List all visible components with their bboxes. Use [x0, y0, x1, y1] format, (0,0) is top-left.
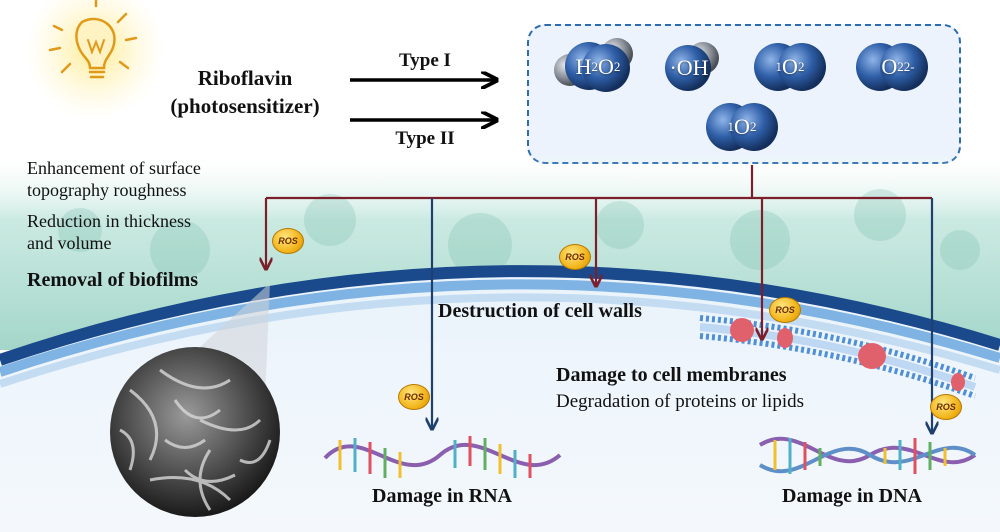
- dna-strand: [758, 436, 977, 474]
- ros-badge: ROS: [398, 384, 430, 410]
- cell-wall-inner: [0, 279, 1000, 377]
- hydroxyl-label: ·OH: [669, 55, 709, 80]
- roughness-line-2: topography roughness: [27, 180, 187, 200]
- molecule-peroxide-ion: [856, 43, 928, 91]
- cell-wall-label: Destruction of cell walls: [438, 300, 642, 322]
- molecule-hydroxyl: [665, 42, 719, 91]
- ros-badge: ROS: [272, 228, 304, 254]
- cell-wall-outer: [0, 265, 1000, 366]
- mist-texture: [58, 189, 980, 280]
- molecule-singlet-oxygen: [754, 43, 826, 91]
- ros-badge: ROS: [930, 394, 962, 420]
- lipid-bilayer: [699, 315, 977, 399]
- ros-badge: ROS: [769, 297, 801, 323]
- thickness-line-1: Reduction in thickness: [27, 211, 191, 231]
- membrane-detail-label: Degradation of proteins or lipids: [556, 391, 805, 412]
- light-bulb-icon: [48, 0, 138, 79]
- photosensitizer-role: (photosensitizer): [170, 94, 320, 118]
- rna-damage-label: Damage in RNA: [372, 485, 512, 507]
- type1-label: Type I: [399, 50, 451, 71]
- membrane-label: Damage to cell membranes: [556, 364, 787, 386]
- ros-target-lines: [432, 198, 932, 432]
- type2-label: Type II: [395, 128, 455, 149]
- molecule-singlet-oxygen-2: [706, 103, 778, 151]
- photosensitizer-name: Riboflavin: [197, 66, 293, 90]
- molecule-h2o2: [554, 38, 633, 92]
- dna-damage-label: Damage in DNA: [782, 485, 922, 507]
- rna-strand: [323, 436, 562, 478]
- ros-distribution-lines: [266, 165, 932, 338]
- thickness-line-2: and volume: [27, 233, 112, 253]
- biofilm-image: [110, 347, 280, 517]
- biofilm-removal-label: Removal of biofilms: [27, 269, 199, 291]
- ros-badge: ROS: [559, 244, 591, 270]
- roughness-line-1: Enhancement of surface: [27, 158, 201, 178]
